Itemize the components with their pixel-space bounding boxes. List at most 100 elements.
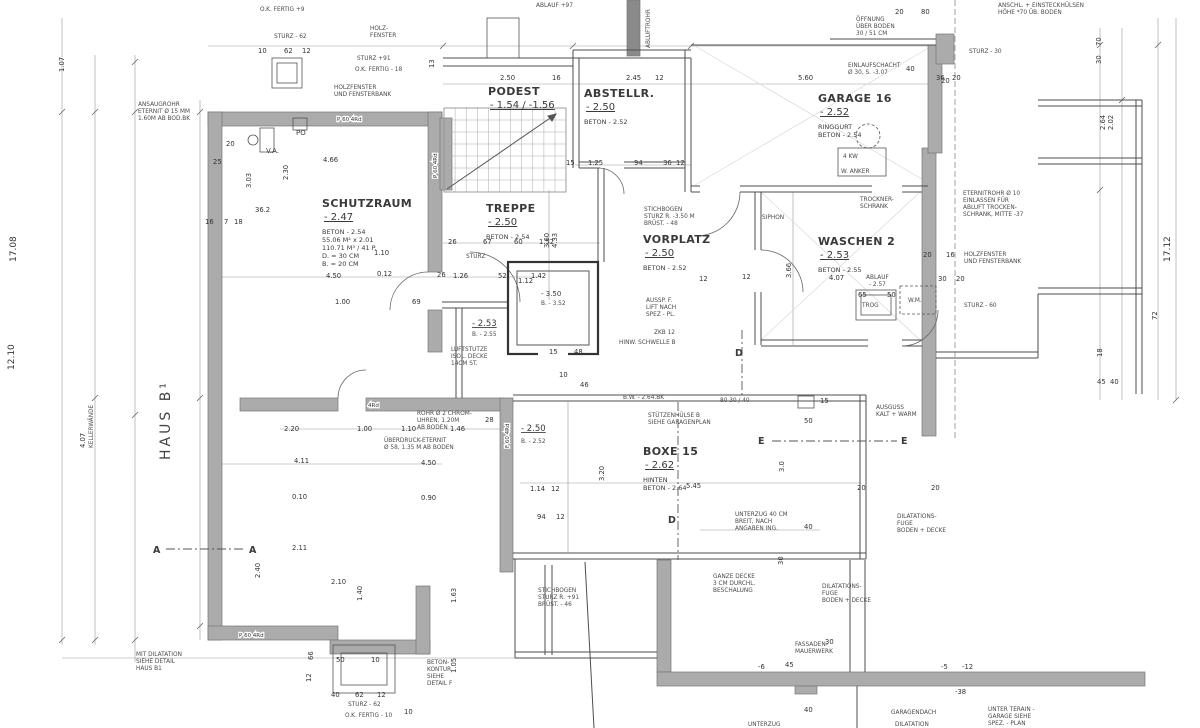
annotation-label: ABLUFT TROCKEN- <box>963 205 1017 211</box>
annotation-label: LIFT NACH <box>646 305 676 311</box>
dimension-label: 30 <box>825 638 834 646</box>
annotation-label: KELLERWÄNDE <box>88 404 95 448</box>
annotation-label: O.K. FERTIG - 10 <box>345 713 392 719</box>
room-detail: B. = 20 CM <box>322 260 359 268</box>
annotation-label: ABLUFTROHR <box>646 9 652 48</box>
annotation-label: FASSADEN- <box>795 642 828 648</box>
annotation-label: STURZ - 62 <box>348 702 381 708</box>
room-detail: BETON - 2.52 <box>643 264 686 272</box>
annotation-label: SCHRANK, MITTE -37 <box>963 212 1024 218</box>
annotation-label: 80 30 / 40 <box>720 398 750 404</box>
dimension-label: 45 <box>785 661 794 669</box>
annotation-label: BETON- <box>427 660 449 666</box>
section-label: A <box>249 545 257 556</box>
room-name: WASCHEN 2 <box>818 235 895 248</box>
dimension-label: -6 <box>758 663 765 671</box>
annotation-label: ISOL. DECKE <box>451 354 488 360</box>
dimension-label: 0.10 <box>292 493 307 501</box>
dimension-label: 10 <box>559 371 568 379</box>
dimension-label: -12 <box>962 663 973 671</box>
dimension-label: -38 <box>955 688 966 696</box>
annotation-label: STURZ R. +91 <box>538 595 579 601</box>
dimension-label: 18 <box>1096 348 1104 357</box>
dimension-label: 3.0 <box>778 461 786 472</box>
annotation-label: BODEN + DECKE <box>897 528 946 534</box>
dimension-label: 40 <box>804 706 813 714</box>
annotation-label: 14CM ST. <box>451 361 478 367</box>
room-name: VORPLATZ <box>643 233 711 246</box>
section-label: E <box>901 436 908 447</box>
chimney-box <box>271 57 303 89</box>
wall-rating-label: P 60 4Rd <box>239 633 264 639</box>
window-box <box>486 17 520 59</box>
annotation-label: HOLZFENSTER <box>964 252 1006 258</box>
dimension-label: 4.66 <box>323 156 338 164</box>
room-detail: BETON - 2.54 <box>322 228 365 236</box>
room-level: - 2.50 <box>645 248 674 259</box>
room-detail: BETON - 2.64 <box>643 484 686 492</box>
dimension-label: 1.07 <box>58 57 66 72</box>
dimension-label: 26 <box>437 271 446 279</box>
annotation-label: AB BODEN <box>417 425 448 431</box>
annotation-label: BRÜST. - 46 <box>538 601 572 608</box>
annotation-label: STURZ R. -3.50 M <box>644 214 695 220</box>
annotation-label: SIEHE DETAIL <box>136 659 176 665</box>
dimension-label: 70 <box>1095 37 1103 46</box>
room-level: - 2.47 <box>324 212 353 223</box>
annotation-label: STURZ +91 <box>357 56 391 62</box>
room-detail: BETON - 2.54 <box>486 233 529 241</box>
dimension-label: 52 <box>498 272 507 280</box>
annotation-label: STURZ - 60 <box>964 303 997 309</box>
annotation-label: TROCKNER- <box>859 197 894 203</box>
dimension-label: 5.45 <box>686 482 701 490</box>
annotation-label: ZKB 12 <box>654 330 675 336</box>
dimension-label: 15 <box>549 348 558 356</box>
dimension-label: 62 <box>355 691 364 699</box>
room-level: - 1.54 / -1.56 <box>490 100 555 111</box>
annotation-label: 4 KW <box>843 154 858 160</box>
dimension-label: 94 <box>537 513 546 521</box>
dimension-label: 40 <box>906 65 915 73</box>
section-label: D <box>735 348 743 359</box>
dimension-label: 12 <box>551 485 560 493</box>
dimension-label: 48 <box>574 348 583 356</box>
dimension-label: 5.60 <box>798 74 813 82</box>
dimension-label: 2.64 <box>1099 115 1107 130</box>
trog-sink-outer <box>855 289 897 321</box>
chimney-inner <box>276 62 298 84</box>
annotation-label: BREIT, NACH <box>735 519 772 525</box>
dimension-label: 16 <box>946 251 955 259</box>
dimension-label: 1.00 <box>357 425 372 433</box>
dimension-label: 94 <box>634 159 643 167</box>
annotation-label: V.A. <box>266 147 279 155</box>
dimension-label: 20 <box>931 484 940 492</box>
dimension-label: 1.12 <box>518 277 533 285</box>
annotation-label: B.W. - 2.64.BK <box>623 395 664 401</box>
annotation-label: ABLAUF +97 <box>536 3 573 9</box>
dimension-label: 36.2 <box>255 206 270 214</box>
dimension-label: 20 <box>857 484 866 492</box>
annotation-label: ABLAUF <box>866 275 889 281</box>
dimension-label: 4.50 <box>326 272 341 280</box>
dimension-label: 16 <box>205 218 214 226</box>
dimension-label: 20 <box>952 74 961 82</box>
dimension-label: 1.10 <box>374 249 389 257</box>
annotation-label: ROHR Ø 2 CHROM- <box>417 410 472 417</box>
wall-rating-label: P 60 4Rd <box>337 117 362 123</box>
annotation-label: 3 CM DURCHL. <box>713 581 756 587</box>
section-label: A <box>153 545 161 556</box>
ventilation-fixture <box>259 127 275 153</box>
annotation-label: GANZE DECKE <box>713 574 755 580</box>
dimension-label: 12 <box>305 673 313 682</box>
dimension-label: 30 <box>777 556 785 565</box>
annotation-label: MIT DILATATION <box>136 652 182 658</box>
stair-arrow <box>446 113 558 190</box>
lift-shaft <box>506 260 600 356</box>
annotation-label: SCHRANK <box>860 204 888 210</box>
dimension-label: 1.05 <box>450 658 458 673</box>
washing-machine-box <box>899 285 937 315</box>
annotation-label: 30 / 51 CM <box>856 31 887 37</box>
